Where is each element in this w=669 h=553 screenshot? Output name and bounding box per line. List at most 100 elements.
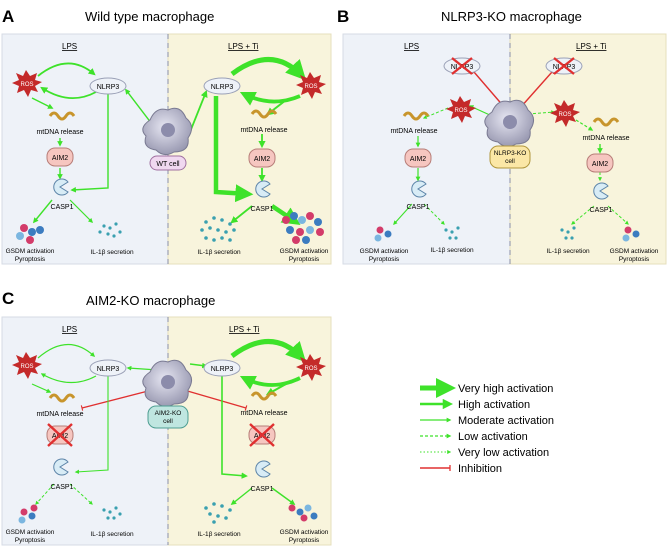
panel-c: C AIM2-KO macrophage LPS LPS + Ti ROS: [1, 289, 332, 546]
il1b-label: IL-1β secretion: [197, 531, 241, 538]
legend-label-low: Low activation: [458, 431, 528, 443]
ros-starburst: [296, 72, 326, 99]
ros-starburst: [550, 100, 580, 127]
nodes: ROS NLRP3 mtDNA release AIM2 CASP1 GSDM …: [6, 352, 329, 544]
legend-label-high: High activation: [458, 399, 530, 411]
nodes-right: NLRP3 ROS mtDNA release AIM2 CASP1 IL-1β…: [197, 72, 329, 263]
mtdna-icon: [402, 111, 430, 121]
aim2-label: AIM2: [52, 155, 68, 162]
panel-letter: A: [2, 7, 14, 26]
panel-letter: C: [2, 289, 14, 308]
aim2-label: AIM2: [592, 161, 608, 168]
casp1-icon: [53, 178, 69, 196]
legend-label-very-low: Very low activation: [458, 447, 549, 459]
aim2-node: [586, 153, 614, 173]
gsdm-label: GSDM activation: [6, 529, 55, 536]
gsdm-icon: [18, 504, 38, 524]
cell-label-pill: [149, 155, 187, 171]
nlrp3-node: [89, 77, 127, 95]
cell-label: AIM2-KO: [155, 410, 182, 417]
legend-label-very-high: Very high activation: [458, 383, 553, 395]
il1b-label: IL-1β secretion: [90, 531, 134, 538]
mtdna-icon: [250, 391, 278, 401]
ti-background: [509, 33, 667, 265]
cell-label-pill: [147, 405, 189, 429]
ros-label: ROS: [304, 84, 317, 90]
mtdna-label: mtDNA release: [582, 135, 629, 142]
lps-background: [1, 316, 169, 546]
mtdna-icon: [48, 393, 76, 403]
mtdna-icon: [592, 117, 620, 127]
gsdm-label: GSDM activation: [360, 248, 409, 255]
legend-label-inhibition: Inhibition: [458, 463, 502, 475]
panel-b: B NLRP3-KO macrophage LPS LPS + Ti NLRP3: [337, 7, 667, 265]
mtdna-label: mtDNA release: [240, 410, 287, 417]
il1b-label: IL-1β secretion: [430, 247, 474, 254]
lps-ti-label: LPS + Ti: [229, 325, 260, 334]
lps-background: [342, 33, 511, 265]
lps-label: LPS: [62, 42, 77, 51]
macrophage-cell: AIM2-KO cell: [142, 359, 192, 429]
il1b-icon: [444, 226, 460, 240]
il1b-icon: [98, 222, 122, 238]
il1b-icon: [560, 226, 576, 240]
nlrp3-node: [203, 77, 241, 95]
inhibition-arrows: [80, 389, 248, 411]
ros-label: ROS: [304, 366, 317, 372]
ros-label: ROS: [20, 82, 33, 88]
panel-title: Wild type macrophage: [85, 9, 214, 24]
ros-starburst: [12, 70, 42, 97]
casp1-icon: [255, 460, 271, 478]
pyroptosis-label: Pyroptosis: [619, 256, 650, 263]
gsdm-label: GSDM activation: [280, 529, 329, 536]
il1b-label: IL-1β secretion: [546, 248, 590, 255]
mtdna-label: mtDNA release: [36, 129, 83, 136]
lps-label: LPS: [62, 325, 77, 334]
ros-label: ROS: [454, 108, 467, 114]
pyroptosis-label: Pyroptosis: [15, 537, 46, 544]
lps-label: LPS: [404, 42, 419, 51]
il1b-label: IL-1β secretion: [197, 249, 241, 256]
cell-label-pill: [489, 145, 531, 169]
pyroptosis-label: Pyroptosis: [289, 256, 320, 263]
ros-label: ROS: [558, 112, 571, 118]
knockout-x-icon: [249, 423, 275, 447]
panel-a: A Wild type macrophage LPS LPS + Ti: [1, 7, 332, 265]
arrows: [31, 339, 307, 506]
il1b-icon: [102, 506, 122, 520]
macrophage-cell: WT cell: [142, 107, 192, 171]
macrophage-cell: NLRP3-KO cell: [484, 99, 534, 169]
ros-label: ROS: [20, 364, 33, 370]
lps-ti-label: LPS + Ti: [228, 42, 259, 51]
ros-starburst: [446, 96, 476, 123]
cell-nucleus: [161, 123, 175, 137]
gsdm-label: GSDM activation: [610, 248, 659, 255]
lps-ti-label: LPS + Ti: [576, 42, 607, 51]
il1b-label: IL-1β secretion: [90, 249, 134, 256]
ros-starburst: [296, 354, 326, 381]
casp1-label: CASP1: [51, 204, 74, 211]
cell-label-2: cell: [505, 158, 515, 165]
legend-label-moderate: Moderate activation: [458, 415, 554, 427]
gsdm-label: GSDM activation: [6, 248, 55, 255]
cell-nucleus: [503, 115, 517, 129]
aim2-label: AIM2: [410, 156, 426, 163]
mtdna-label: mtDNA release: [390, 128, 437, 135]
cell-nucleus: [161, 375, 175, 389]
gsdm-icon: [288, 504, 318, 522]
pyroptosis-label: Pyroptosis: [15, 256, 46, 263]
nlrp3-node: [203, 359, 241, 377]
nlrp3-label: NLRP3: [97, 84, 120, 91]
gsdm-icon: [622, 226, 640, 242]
nlrp3-node: [89, 359, 127, 377]
gsdm-icon: [282, 212, 324, 244]
nlrp3-label: NLRP3: [97, 366, 120, 373]
il1b-icon: [204, 502, 232, 524]
casp1-label: CASP1: [407, 204, 430, 211]
mtdna-icon: [250, 109, 278, 119]
nlrp3-label: NLRP3: [211, 366, 234, 373]
casp1-icon: [255, 180, 271, 198]
casp1-label: CASP1: [590, 207, 613, 214]
gsdm-icon: [16, 224, 44, 244]
